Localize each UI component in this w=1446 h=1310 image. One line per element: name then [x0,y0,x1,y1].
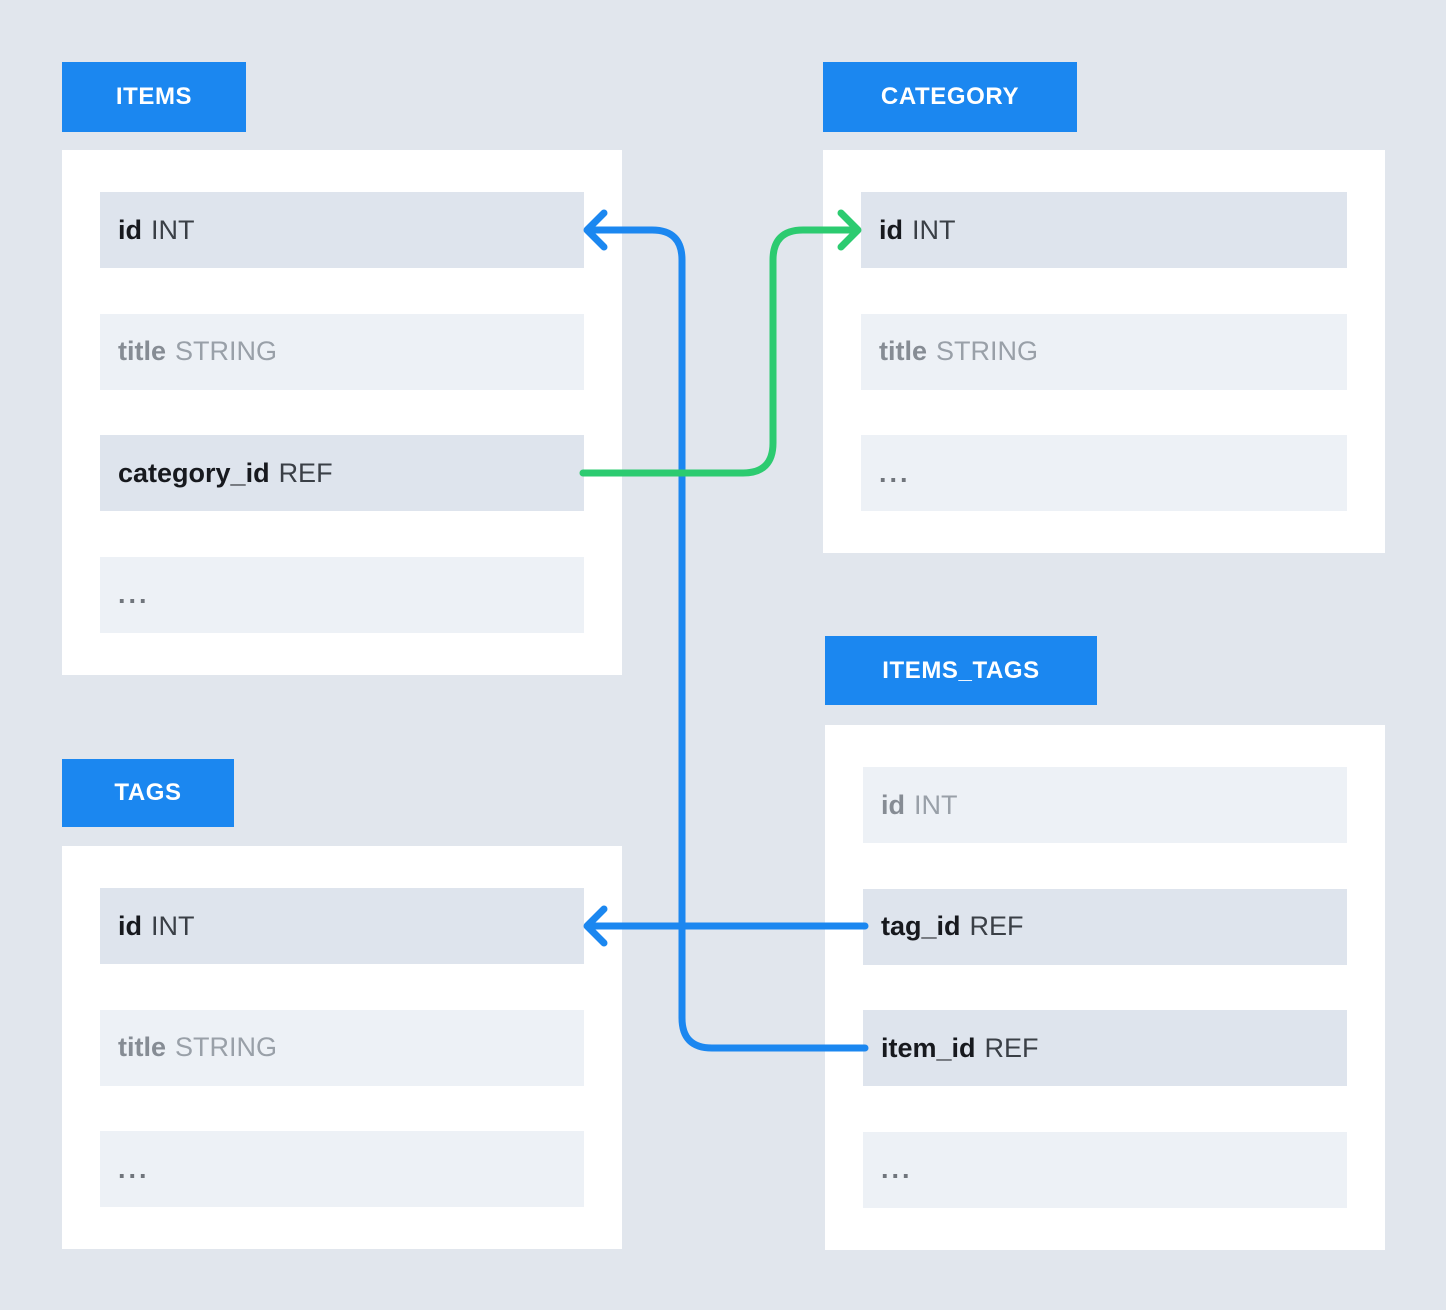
table-items-card: id INT title STRING category_id REF ... [62,150,622,675]
ellipsis-label: ... [118,579,150,609]
field-name: id [118,910,142,941]
field-type: REF [969,911,1024,941]
row-category-id: id INT [861,192,1347,268]
ellipsis-label: ... [118,1153,150,1184]
row-items-tags-item-id: item_id REF [863,1010,1347,1086]
row-category-ellipsis: ... [861,435,1347,511]
table-title: ITEMS [115,83,193,110]
field-type: REF [984,1032,1039,1063]
row-items-id: id INT [100,192,584,268]
table-title: TAGS [114,779,182,806]
field-name: item_id [881,1032,976,1063]
field-name: category_id [118,457,270,488]
field-name: title [118,336,167,366]
field-type: STRING [936,336,1039,366]
table-items-header: ITEMS [62,62,246,132]
table-items-tags-card: id INT tag_id REF item_id REF ... [825,725,1385,1250]
row-items-tags-ellipsis: ... [863,1131,1347,1208]
field-name: title [118,1032,167,1062]
row-items-ellipsis: ... [100,556,584,633]
ellipsis-label: ... [881,1154,913,1184]
field-type: INT [914,789,958,820]
row-tags-ellipsis: ... [100,1131,584,1207]
table-tags-header: TAGS [62,759,234,827]
ellipsis-label: ... [879,457,911,488]
field-name: tag_id [881,911,961,941]
row-category-title: title STRING [861,313,1347,390]
row-items-tags-id: id INT [863,767,1347,843]
field-name: title [879,336,928,366]
field-type: REF [278,457,333,488]
table-category-card: id INT title STRING ... [823,150,1385,553]
table-category-header: CATEGORY [823,62,1077,132]
table-title: CATEGORY [880,83,1020,110]
table-tags-card: id INT title STRING ... [62,846,622,1249]
relation-category-id-to-category-connector [579,226,859,477]
field-name: id [118,214,142,245]
row-tags-id: id INT [100,888,584,964]
row-tags-title: title STRING [100,1009,584,1086]
field-name: id [879,214,903,245]
field-type: INT [912,214,956,245]
table-items-tags-header: ITEMS_TAGS [825,636,1097,705]
row-items-category-id: category_id REF [100,435,584,511]
field-name: id [881,789,905,820]
table-title: ITEMS_TAGS [882,656,1040,684]
field-type: INT [151,910,195,941]
row-items-tags-tag-id: tag_id REF [863,888,1347,965]
field-type: STRING [175,1032,278,1062]
row-items-title: title STRING [100,313,584,390]
field-type: INT [151,214,195,245]
field-type: STRING [175,336,278,366]
